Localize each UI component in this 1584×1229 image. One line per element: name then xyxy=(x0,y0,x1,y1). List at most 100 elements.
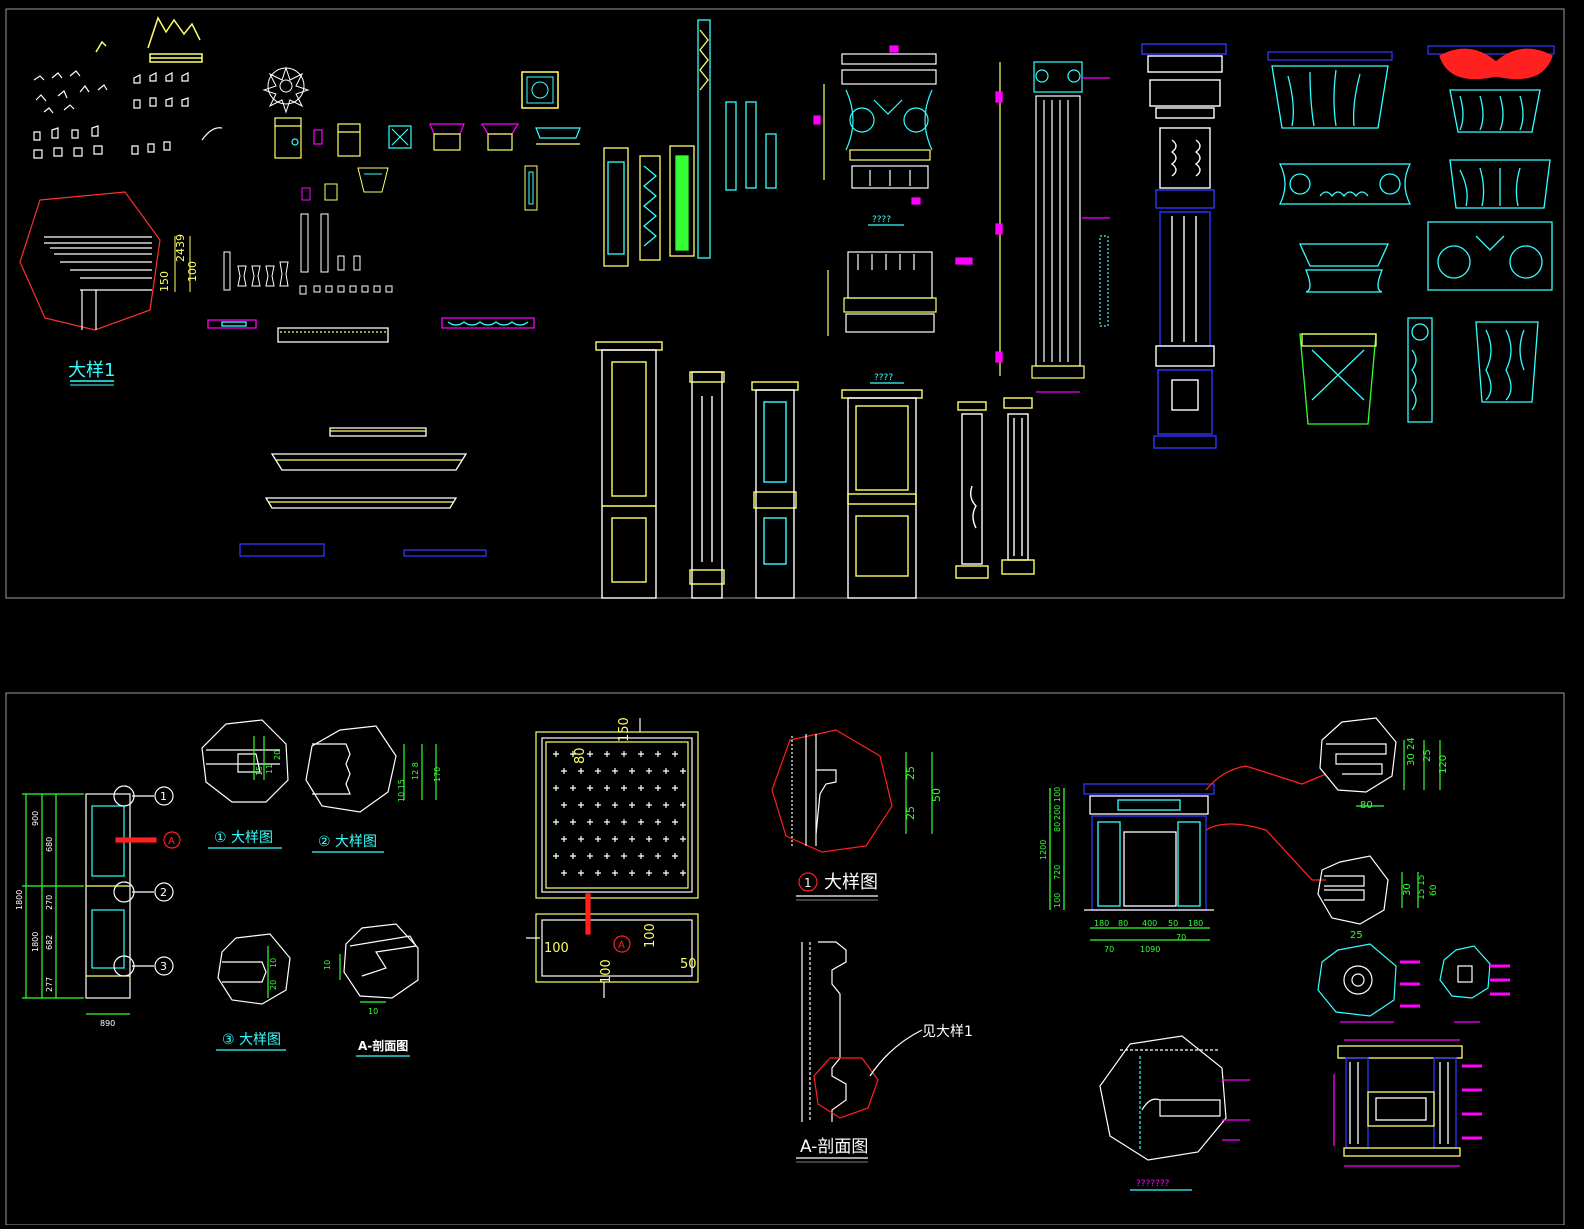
square-ornament xyxy=(521,71,559,109)
fp-w70: 70 xyxy=(1104,945,1114,954)
panel-cross xyxy=(570,785,576,791)
fp-w50: 50 xyxy=(1168,919,1178,928)
r-dim-h: 15 xyxy=(1417,889,1427,900)
panel-cross xyxy=(672,785,678,791)
panel-cross xyxy=(561,870,567,876)
fp-w70b: 70 xyxy=(1176,933,1186,942)
panel-cross xyxy=(612,768,618,774)
panel-marker-a: A xyxy=(618,940,625,951)
panel-cross xyxy=(578,870,584,876)
fp-h100: 100 xyxy=(1053,787,1062,802)
see-detail-label: 见大样1 xyxy=(922,1024,973,1040)
d2-dim-a: 10 15 xyxy=(397,779,406,802)
panel-cross xyxy=(561,802,567,808)
sa-dim-b: 10 xyxy=(368,1007,378,1016)
detail-1-small: 15 11 20 ① 大样图 xyxy=(201,719,289,849)
panel-cross xyxy=(587,785,593,791)
q-label-1: ???? xyxy=(872,215,891,225)
panel-cross xyxy=(578,768,584,774)
d1-dim-a: 15 xyxy=(255,766,264,776)
d1l-dim-b: 25 xyxy=(904,806,917,820)
panel-cross xyxy=(638,785,644,791)
panel-dim-100c: 100 xyxy=(599,959,614,984)
panel-cross xyxy=(578,802,584,808)
fireplace-elevation: 100 200 80 1200 720 100 180 80 400 50 18… xyxy=(1039,765,1327,954)
panel-dim-top: 150 xyxy=(617,717,632,742)
panel-cross xyxy=(646,836,652,842)
mouldings-stack xyxy=(207,317,535,557)
panel-cross xyxy=(638,819,644,825)
panel-cross xyxy=(561,836,567,842)
section-a-small-caption: A-剖面图 xyxy=(358,1038,408,1053)
section-a-large: 见大样1 A-剖面图 xyxy=(796,941,973,1163)
panel-cross xyxy=(638,751,644,757)
panel-cross xyxy=(587,751,593,757)
pilasters xyxy=(603,19,777,267)
marker-3: 3 xyxy=(160,960,167,973)
dim-39: 39 xyxy=(174,234,187,248)
fp-w180b: 180 xyxy=(1188,919,1203,928)
d2-dim-b: 12 8 xyxy=(411,762,420,780)
panel-cross xyxy=(655,853,661,859)
panel-cross xyxy=(646,870,652,876)
r-dim-b: 24 xyxy=(1406,737,1417,750)
right-details: 30 24 25 120 80 30 15 15 60 25 xyxy=(1317,717,1510,1023)
panel-cross xyxy=(680,836,686,842)
panel-cross xyxy=(604,785,610,791)
q-label-2: ???? xyxy=(874,373,893,383)
fp-h80: 80 xyxy=(1053,822,1062,832)
panel-cross xyxy=(621,785,627,791)
panel-cross xyxy=(672,853,678,859)
detail-1-large-caption: 大样图 xyxy=(824,872,878,893)
dim-900: 900 xyxy=(31,811,40,826)
rosette xyxy=(262,66,310,114)
moulding-profiles xyxy=(33,70,223,159)
dim-24: 24 xyxy=(174,248,187,262)
d1l-dim-a: 25 xyxy=(904,766,917,780)
marker-1: 1 xyxy=(160,790,167,803)
panel-cross xyxy=(595,768,601,774)
d1l-dim-c: 50 xyxy=(930,788,943,802)
column-base-elevation: ???? xyxy=(827,251,973,384)
bottom-panel: 1 2 3 A 1800 900 680 270 1800 682 277 89… xyxy=(15,717,1510,1191)
panel-cross xyxy=(638,853,644,859)
r-dim-j: 25 xyxy=(1350,930,1363,941)
ornament-top xyxy=(147,16,203,63)
fluted-column-tall xyxy=(995,61,1110,393)
panel-cross xyxy=(561,768,567,774)
panel-cross xyxy=(604,751,610,757)
r-dim-a: 30 xyxy=(1406,753,1417,766)
bottom-frame xyxy=(5,692,1565,1226)
d2-dim-c: 170 xyxy=(433,767,442,782)
panel-cross xyxy=(629,836,635,842)
marker-a: A xyxy=(168,836,175,847)
small-balusters xyxy=(223,165,538,295)
r-dim-e: 80 xyxy=(1360,800,1373,811)
detail-2-caption: ② 大样图 xyxy=(318,834,377,850)
sa-dim-a: 10 xyxy=(323,960,332,970)
column-capital-elevation: ???? xyxy=(813,45,937,226)
dim-890: 890 xyxy=(100,1019,115,1028)
panel-cross xyxy=(570,751,576,757)
panel-cross xyxy=(612,836,618,842)
panel-cross xyxy=(621,853,627,859)
right-plan-section xyxy=(1333,1039,1482,1167)
panel-cross xyxy=(621,751,627,757)
dim-left-total: 1800 xyxy=(15,890,24,910)
detail-2-small: 10 15 12 8 170 ② 大样图 xyxy=(305,725,442,853)
panel-cross xyxy=(621,819,627,825)
panel-cross xyxy=(553,819,559,825)
panel-cross xyxy=(655,751,661,757)
panel-cross xyxy=(646,802,652,808)
left-pilaster-elevation: 1 2 3 A 1800 900 680 270 1800 682 277 89… xyxy=(15,785,181,1028)
panel-cross xyxy=(587,819,593,825)
panel-cross xyxy=(553,751,559,757)
fp-h200: 200 xyxy=(1053,805,1062,820)
detail-1-large: 25 25 50 1 大样图 xyxy=(771,729,943,901)
panel-cross xyxy=(595,802,601,808)
dim-1800b: 1800 xyxy=(31,932,40,952)
fp-h100b: 100 xyxy=(1053,893,1062,908)
section-a-large-caption: A-剖面图 xyxy=(800,1137,868,1157)
